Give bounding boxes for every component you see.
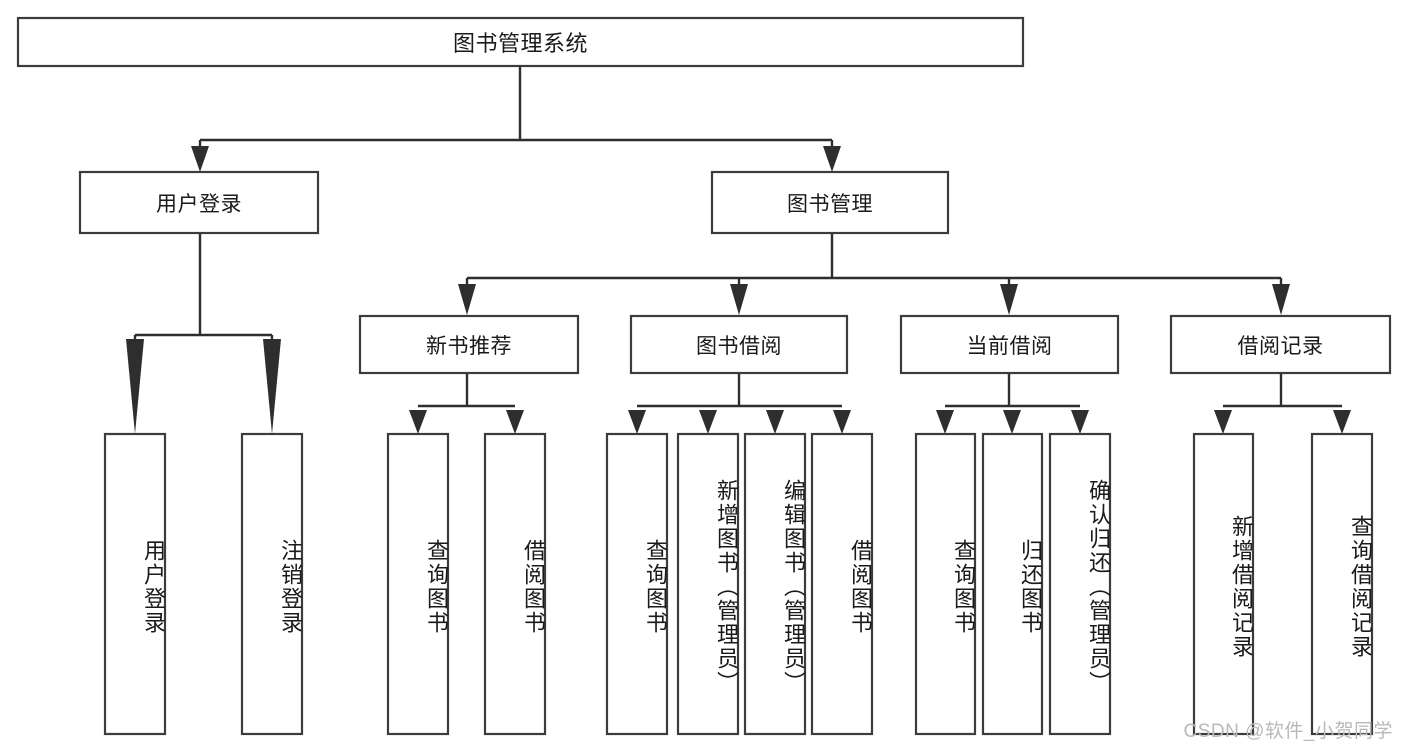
node-box-leaf-user-login[interactable] [103, 432, 167, 736]
node-box-leaf-confirm-return[interactable] [1048, 432, 1112, 736]
node-box-leaf-borrow-book-1[interactable] [483, 432, 547, 736]
node-box-leaf-borrow-book-2[interactable] [810, 432, 874, 736]
connector-book-manage-to-level3 [458, 233, 1290, 315]
node-box-leaf-query-book-3[interactable] [914, 432, 977, 736]
node-box-book-manage[interactable] [710, 170, 950, 235]
connector-user-login-to-leaves [126, 234, 281, 434]
node-box-leaf-query-book-2[interactable] [605, 432, 669, 736]
connector-new-book-recommend-to-leaves [409, 374, 524, 434]
connector-root-to-level2 [191, 66, 841, 172]
node-box-user-login[interactable] [78, 170, 320, 235]
node-box-leaf-return-book[interactable] [981, 432, 1044, 736]
node-box-borrow-record[interactable] [1169, 314, 1392, 375]
node-box-leaf-logout-login[interactable] [240, 432, 304, 736]
node-box-root[interactable] [16, 16, 1025, 68]
node-box-leaf-add-book[interactable] [676, 432, 740, 736]
connector-borrow-record-to-leaves [1214, 374, 1351, 434]
node-box-leaf-edit-book[interactable] [743, 432, 807, 736]
node-box-leaf-query-book-1[interactable] [386, 432, 450, 736]
node-box-new-book-recommend[interactable] [358, 314, 580, 375]
node-box-leaf-add-record[interactable] [1192, 432, 1255, 736]
node-box-current-borrow[interactable] [899, 314, 1120, 375]
node-box-leaf-query-record[interactable] [1310, 432, 1374, 736]
connector-book-borrow-to-leaves [628, 374, 851, 434]
node-box-book-borrow[interactable] [629, 314, 849, 375]
connector-current-borrow-to-leaves [936, 374, 1089, 434]
